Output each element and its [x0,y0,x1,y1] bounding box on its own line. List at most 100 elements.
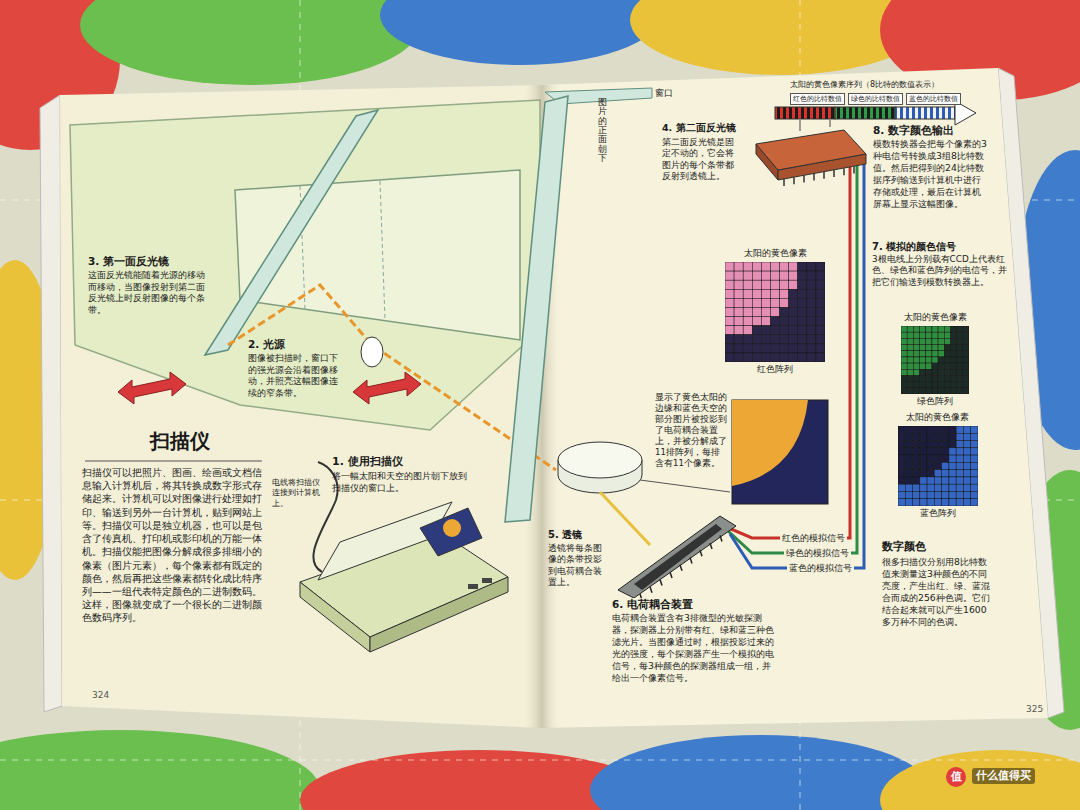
pixel [907,350,913,356]
pixel [905,491,912,498]
bit-label: 蓝色的比特数值 [906,93,961,105]
pixel [725,262,734,271]
callout-text: 这面反光镜能随着光源的移动而移动，当图像投射到第二面反光镜上时反射图像的每个条带… [88,270,205,317]
pixel [932,338,938,344]
chip-wire [856,160,859,210]
pixel [948,477,955,484]
pixel [905,469,912,476]
sensor-row [634,524,722,590]
pixel [770,271,779,280]
pixel [920,369,926,375]
pixel [912,462,919,469]
pixel [926,326,932,332]
pixel [944,350,950,356]
pixel [907,375,913,381]
pixel [957,375,963,381]
pixel [913,369,919,375]
pixel [901,338,907,344]
pixel [963,426,970,433]
pixel [780,316,789,325]
pixel [919,477,926,484]
pixel [941,433,948,440]
pixel [907,357,913,363]
pixel [789,325,798,334]
pixel [907,326,913,332]
pixel [905,426,912,433]
pixel [920,332,926,338]
node-text: 电荷耦合装置含有3排微型的光敏探测器，探测器上分别带有红、绿和蓝三种色滤光片。当… [612,612,777,684]
pixel [956,477,963,484]
pixel [919,484,926,491]
pixel [734,298,743,307]
pixel [920,350,926,356]
pixel [912,477,919,484]
pixel [798,334,807,343]
pixel [770,298,779,307]
pixel [919,448,926,455]
pixel [970,448,977,455]
pixel [963,332,969,338]
callout-text: 第二面反光镜是固定不动的，它会将图片的每个条带都反射到透镜上。 [662,137,737,183]
pixel [901,369,907,375]
pixel [807,271,816,280]
pixel [938,344,944,350]
pixel [926,369,932,375]
pixel [963,369,969,375]
pixel-grid [898,426,978,506]
pixel [907,369,913,375]
pixel [725,307,734,316]
pixel [907,344,913,350]
pixel [926,357,932,363]
pixel [780,344,789,353]
pixel [743,344,752,353]
pixel [770,353,779,362]
playmat-blob [80,0,420,85]
pixel [970,498,977,505]
pixel [944,369,950,375]
pixel [920,344,926,350]
chip-pin [853,166,855,173]
pixel [941,462,948,469]
pixel [743,353,752,362]
ccd-chip: 6. 电荷耦合装置电荷耦合装置含有3排微型的光敏探测器，探测器上分别带有红、绿和… [612,506,777,684]
pixel [789,280,798,289]
chip-pin [710,543,712,549]
pixel [725,316,734,325]
pixel [901,332,907,338]
pixel [816,289,825,298]
pixel [970,477,977,484]
pixel [752,353,761,362]
vertical-label: 图片的正面朝下 [598,98,607,163]
leader-line [640,480,730,492]
ccd-drawing [612,506,777,598]
scanner-glass-panel [70,100,540,430]
pixel [789,262,798,271]
pixel [789,334,798,343]
callout-text: 太阳的黄色像素序列（8比特的数值表示） [790,80,970,90]
pixel [950,363,956,369]
pixel [798,353,807,362]
pixel [941,448,948,455]
pixel [770,334,779,343]
pixel [780,325,789,334]
move-arrow [118,372,186,404]
pixel [950,381,956,387]
pixel [970,491,977,498]
pixel [912,440,919,447]
pixel [913,350,919,356]
pixel [770,307,779,316]
pixel [798,298,807,307]
pixel [743,262,752,271]
pixel [948,440,955,447]
pixel [798,271,807,280]
pixel [963,469,970,476]
node-heading: 8. 数字颜色输出 [873,124,988,138]
pixel-array: 太阳的黄色像素红色阵列 [713,248,837,375]
pixel [770,325,779,334]
pixel [807,280,816,289]
pixel [957,332,963,338]
pixel [725,325,734,334]
pixel [816,307,825,316]
chip-pin [700,550,702,556]
